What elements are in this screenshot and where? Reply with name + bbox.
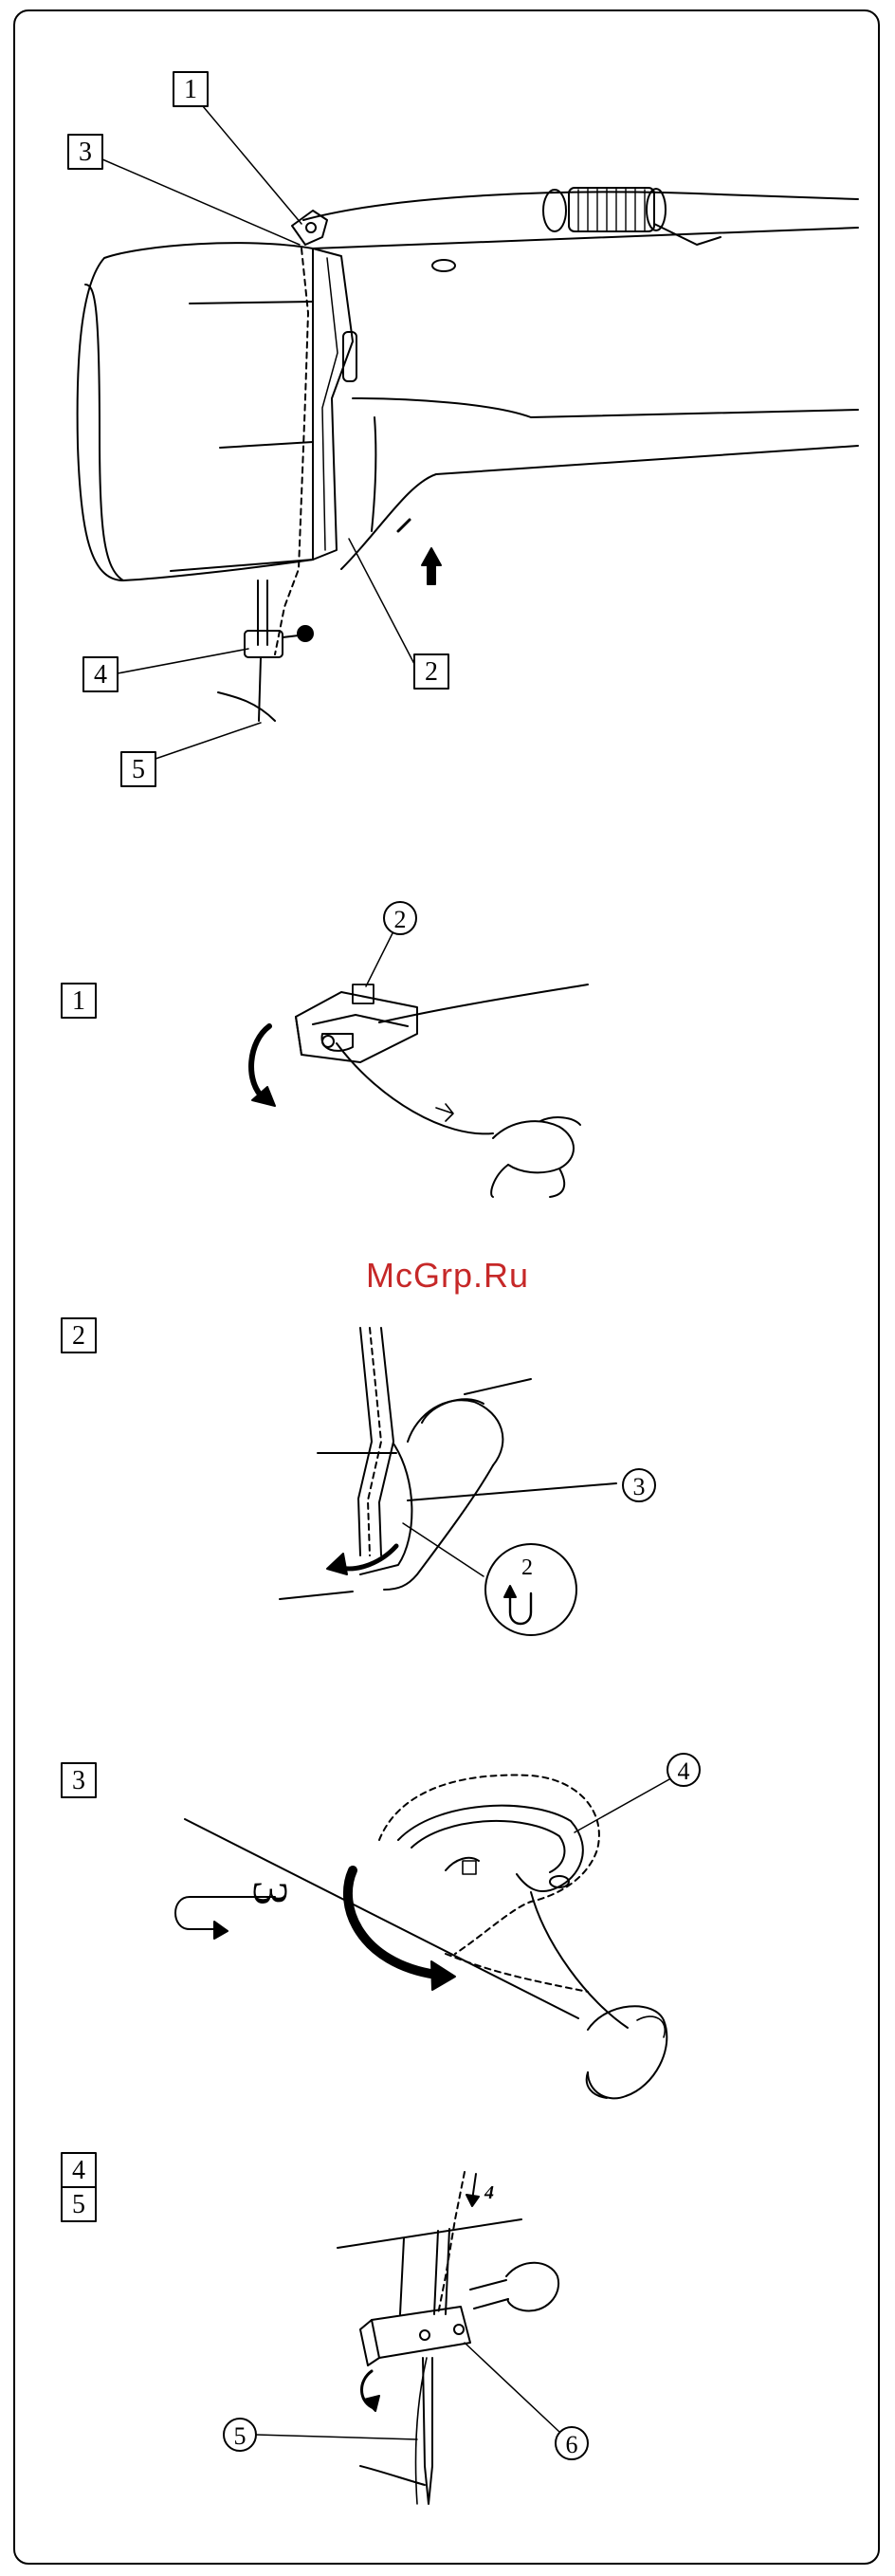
step-5-box: 5 (62, 2187, 96, 2221)
svg-text:4: 4 (94, 660, 107, 690)
watermark: McGrp.Ru (0, 1256, 895, 1296)
svg-text:3: 3 (633, 1473, 646, 1500)
step-3-box: 3 (62, 1763, 96, 1797)
svg-text:1: 1 (72, 986, 85, 1016)
step-1-box: 1 (62, 984, 96, 1018)
step-1-illustration (251, 984, 588, 1197)
svg-text:3: 3 (72, 1766, 85, 1795)
step-4-box: 4 (62, 2153, 96, 2187)
step-3-illustration (175, 1776, 667, 2099)
svg-text:5: 5 (72, 2190, 85, 2219)
svg-text:2: 2 (425, 657, 438, 687)
step-2-badge: 2 (403, 1523, 576, 1635)
overview-callout-3: 3 (68, 135, 300, 245)
overview-callout-1: 1 (174, 72, 301, 224)
step-2-illustration (280, 1328, 616, 1599)
svg-text:4: 4 (72, 2156, 85, 2185)
svg-text:1: 1 (184, 75, 197, 104)
step-2-callout-3: 3 (623, 1469, 655, 1501)
step-3-side-number: 3 (243, 1881, 297, 1905)
step-3-callout-4: 4 (575, 1754, 700, 1832)
step-45-illustration (338, 2172, 558, 2504)
svg-text:3: 3 (243, 1881, 297, 1905)
svg-text:2: 2 (394, 906, 407, 933)
step-2-box: 2 (62, 1318, 96, 1352)
overview-callout-5: 5 (121, 723, 261, 786)
svg-text:2: 2 (72, 1321, 85, 1351)
svg-text:3: 3 (79, 138, 92, 167)
step-1-callout-2: 2 (366, 902, 416, 986)
step-45-callout-5: 5 (224, 2419, 417, 2451)
svg-text:4: 4 (484, 2182, 494, 2203)
svg-text:4: 4 (678, 1757, 690, 1785)
svg-text:5: 5 (132, 755, 145, 784)
svg-text:5: 5 (234, 2422, 247, 2450)
step-45-callout-6: 6 (465, 2343, 588, 2459)
step-45-arrow-number: 4 (484, 2182, 494, 2203)
svg-text:2: 2 (521, 1555, 533, 1580)
svg-text:6: 6 (566, 2431, 578, 2458)
machine-overview-illustration (78, 188, 858, 721)
overview-callout-4: 4 (83, 649, 248, 691)
